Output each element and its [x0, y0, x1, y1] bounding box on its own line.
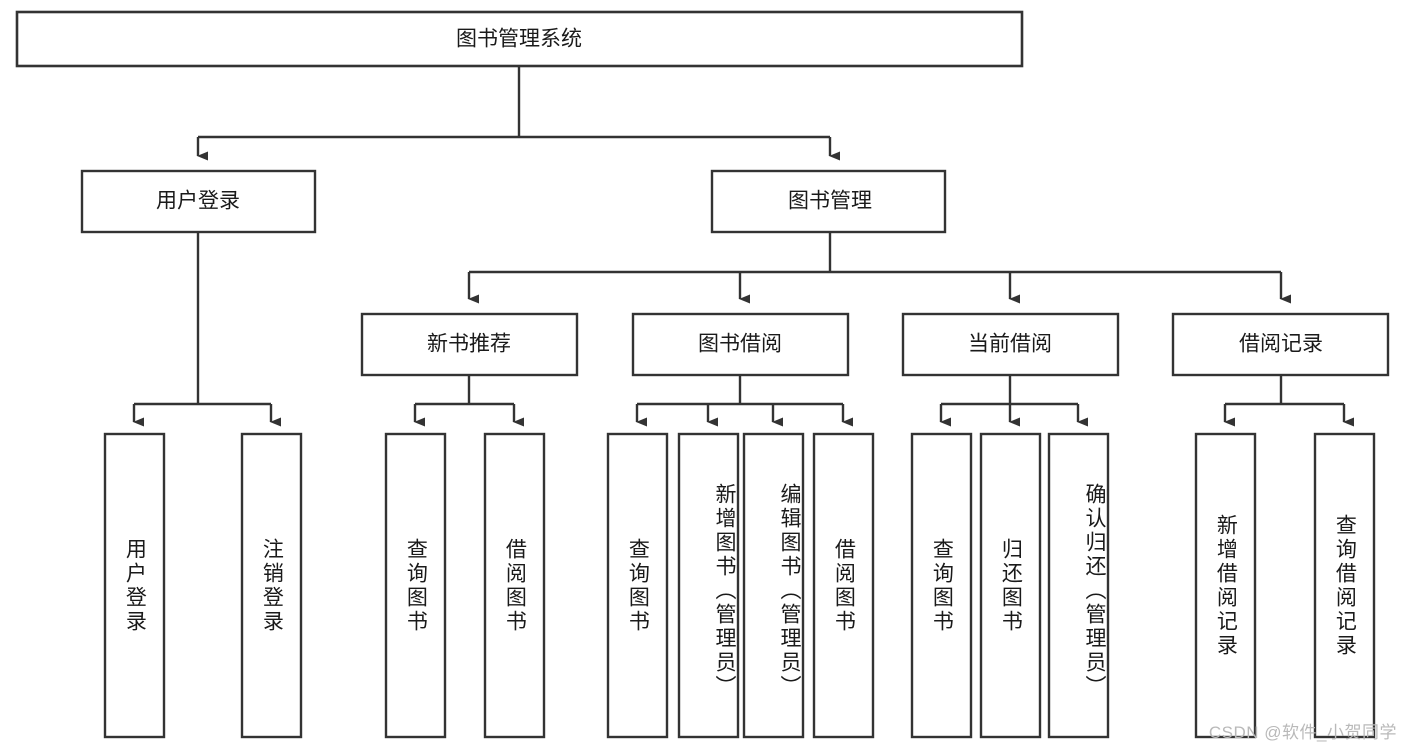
node-level3-current-borrow[interactable]: [901, 312, 1120, 377]
node-leaf-query-book-3[interactable]: [910, 432, 973, 739]
connector-bookmgmt-to-level3: [467, 233, 1291, 304]
node-leaf-add-book-admin[interactable]: [677, 432, 740, 739]
connector-newbook-to-leaves: [413, 376, 524, 427]
node-leaf-add-borrow-record[interactable]: [1194, 432, 1257, 739]
node-leaf-borrow-book-1[interactable]: [483, 432, 546, 739]
node-level3-book-borrow-label: 图书借阅: [698, 333, 782, 356]
node-leaf-query-book-2[interactable]: [606, 432, 669, 739]
node-level3-borrow-record-label: 借阅记录: [1239, 333, 1323, 356]
csdn-watermark: CSDN @软件_小贺同学: [1208, 723, 1397, 742]
node-root-label: 图书管理系统: [456, 28, 582, 51]
node-leaf-edit-book-admin[interactable]: [742, 432, 805, 739]
node-level2-user-login-label: 用户登录: [156, 190, 240, 213]
node-leaf-return-book[interactable]: [979, 432, 1042, 739]
node-level3-new-book-recommend-label: 新书推荐: [427, 333, 511, 356]
connector-root-to-level2: [196, 66, 840, 161]
node-level3-book-borrow[interactable]: [631, 312, 850, 377]
connector-current-to-leaves: [939, 376, 1088, 427]
node-leaf-logout[interactable]: [240, 432, 303, 739]
node-leaf-borrow-book-2[interactable]: [812, 432, 875, 739]
node-level3-current-borrow-label: 当前借阅: [968, 333, 1052, 356]
node-level3-new-book-recommend[interactable]: [360, 312, 579, 377]
node-leaf-user-login[interactable]: [103, 432, 166, 739]
node-level2-book-management-label: 图书管理: [788, 190, 872, 213]
node-level2-user-login[interactable]: [80, 169, 317, 234]
connector-borrow-to-leaves: [635, 376, 853, 427]
connector-record-to-leaves: [1223, 376, 1354, 427]
node-level2-book-management[interactable]: [710, 169, 947, 234]
connector-userlogin-to-leaves: [132, 233, 281, 427]
node-level3-borrow-record[interactable]: [1171, 312, 1390, 377]
node-leaf-query-book-1[interactable]: [384, 432, 447, 739]
node-root-book-management-system[interactable]: [15, 10, 1024, 68]
node-leaf-confirm-return-admin[interactable]: [1047, 432, 1110, 739]
node-leaf-query-borrow-record[interactable]: [1313, 432, 1376, 739]
